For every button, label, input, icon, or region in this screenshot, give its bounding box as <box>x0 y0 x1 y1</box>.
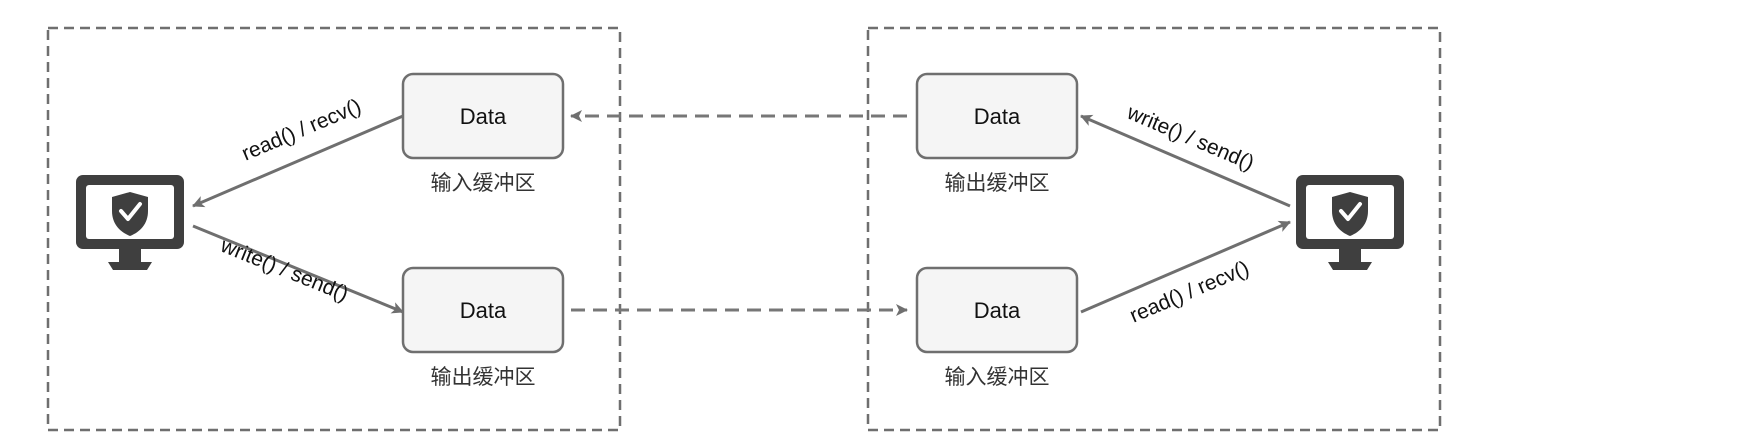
left-write-edge-label: write() / send() <box>216 234 351 306</box>
right-read-edge-label: read() / recv() <box>1126 257 1252 328</box>
left-read-arrow <box>192 114 404 208</box>
left-input-buffer-caption: 输入缓冲区 <box>431 171 536 195</box>
right-output-buffer-box <box>915 72 1079 160</box>
left-output-buffer-caption: 输出缓冲区 <box>431 365 536 389</box>
left-read-edge-label: read() / recv() <box>238 95 364 166</box>
right-read-arrow <box>1080 220 1291 314</box>
left-output-buffer-node: Data 输出缓冲区 <box>401 266 565 389</box>
left-output-buffer-label: Data <box>460 298 507 323</box>
right-input-buffer-caption: 输入缓冲区 <box>945 365 1050 389</box>
left-input-buffer-node: Data 输入缓冲区 <box>401 72 565 195</box>
left-computer-icon <box>76 175 184 270</box>
right-input-buffer-label: Data <box>974 298 1021 323</box>
left-write-arrow <box>192 224 404 314</box>
right-input-buffer-node: Data 输入缓冲区 <box>915 266 1079 389</box>
right-output-buffer-node: Data 输出缓冲区 <box>915 72 1079 195</box>
left-input-buffer-label: Data <box>460 104 507 129</box>
right-host-boundary <box>866 26 1442 432</box>
left-host-boundary <box>46 26 622 432</box>
right-computer-icon <box>1296 175 1404 270</box>
right-input-buffer-box <box>915 266 1079 354</box>
right-output-buffer-label: Data <box>974 104 1021 129</box>
right-write-arrow <box>1080 114 1291 208</box>
right-output-buffer-caption: 输出缓冲区 <box>945 171 1050 195</box>
